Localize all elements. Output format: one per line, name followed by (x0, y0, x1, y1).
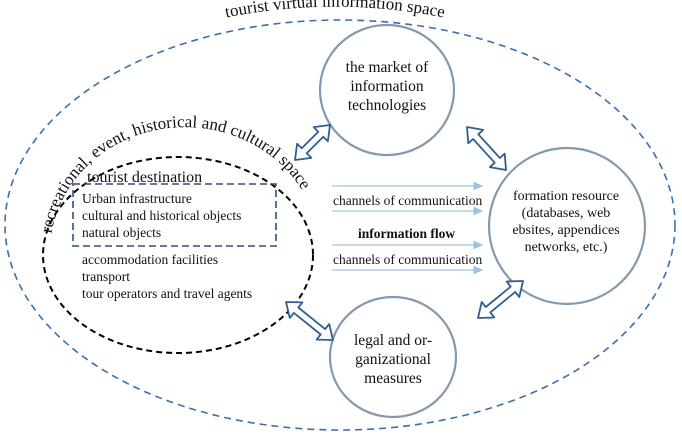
resource-label-line: (databases, web (522, 206, 611, 221)
double-arrow-legal-resource (477, 280, 524, 319)
legal-label-line: ganizational (355, 351, 431, 368)
market-circle (318, 23, 456, 157)
resource-circle (487, 146, 647, 306)
destination-boxed-item: cultural and historical objects (82, 208, 241, 223)
information-flow-label: information flow (358, 226, 455, 241)
double-arrow-market-resource (466, 126, 507, 171)
destination-boxed-item: natural objects (82, 225, 161, 240)
inner-space-ellipse (42, 156, 314, 354)
resource-label-line: networks, etc.) (525, 240, 608, 255)
legal-circle (328, 295, 458, 419)
destination-title: tourist destination (87, 169, 202, 186)
destination-item: tour operators and travel agents (82, 286, 252, 301)
block-arrows (285, 124, 524, 341)
outer-space-label: tourist virtual information space (223, 0, 447, 22)
market-label-line: information (350, 78, 423, 95)
channels-label-top: channels of communication (333, 193, 482, 208)
destination-item: transport (82, 269, 130, 284)
channels-label-bottom: channels of communication (333, 252, 482, 267)
market-label-line: the market of (346, 59, 429, 76)
flow-arrowhead (473, 181, 484, 191)
flow-arrowhead (473, 240, 484, 250)
resource-label-line: formation resource (513, 189, 619, 204)
legal-label-line: measures (364, 370, 422, 387)
resource-label-line: ebsites, appendices (512, 223, 619, 238)
destination-item: accommodation facilities (82, 252, 218, 267)
flow-arrowhead (473, 206, 484, 216)
flow-arrowhead (473, 265, 484, 275)
destination-box (72, 183, 277, 247)
destination-boxed-item: Urban infrastructure (82, 191, 192, 206)
outer-space-ellipse (4, 19, 676, 431)
double-arrow-legal-destination (285, 301, 334, 341)
double-arrow-market-destination (294, 124, 331, 161)
market-label-line: technologies (348, 97, 426, 114)
legal-label-line: legal and or- (354, 332, 432, 349)
